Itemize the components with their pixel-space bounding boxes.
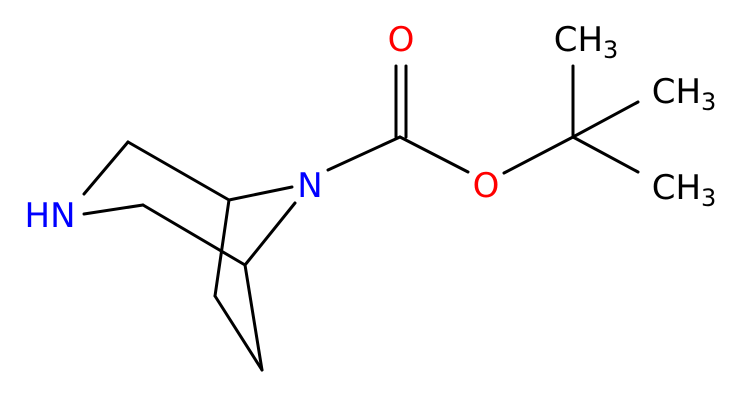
bond-c7-c5 xyxy=(243,263,264,372)
bond-c6-c7 xyxy=(213,294,264,372)
bond-cquat-me3 xyxy=(571,135,640,174)
bond-ccarbonyl-oester xyxy=(398,135,470,174)
atom-nh-label: HN xyxy=(25,196,76,236)
bond-c4-c5 xyxy=(141,203,247,267)
methyl-group-1: CH3 xyxy=(554,20,619,64)
atom-o-ester-label: O xyxy=(473,166,500,206)
atom-o-carbonyl-label: O xyxy=(388,20,415,60)
methyl-group-3: CH3 xyxy=(652,168,717,212)
bond-n8-ccarbonyl xyxy=(326,135,402,172)
methyl-group-2: CH3 xyxy=(652,72,717,116)
bond-c1-n8 xyxy=(227,185,294,202)
bond-cquat-me2 xyxy=(571,100,640,139)
carbamate-bonds xyxy=(326,64,640,175)
methyl-1-label: CH3 xyxy=(554,20,619,64)
bond-c1-c2 xyxy=(126,140,231,202)
bond-c2-nh xyxy=(82,140,130,196)
methyl-3-label: CH3 xyxy=(652,168,717,212)
bond-c5-n8 xyxy=(243,201,297,267)
bond-oester-cquat xyxy=(502,135,575,175)
atom-n-label: N xyxy=(297,166,322,206)
ring-bonds xyxy=(82,140,297,372)
bond-nh-c4 xyxy=(82,203,145,216)
bond-c1-c6 xyxy=(213,198,231,298)
methyl-2-label: CH3 xyxy=(652,72,717,116)
